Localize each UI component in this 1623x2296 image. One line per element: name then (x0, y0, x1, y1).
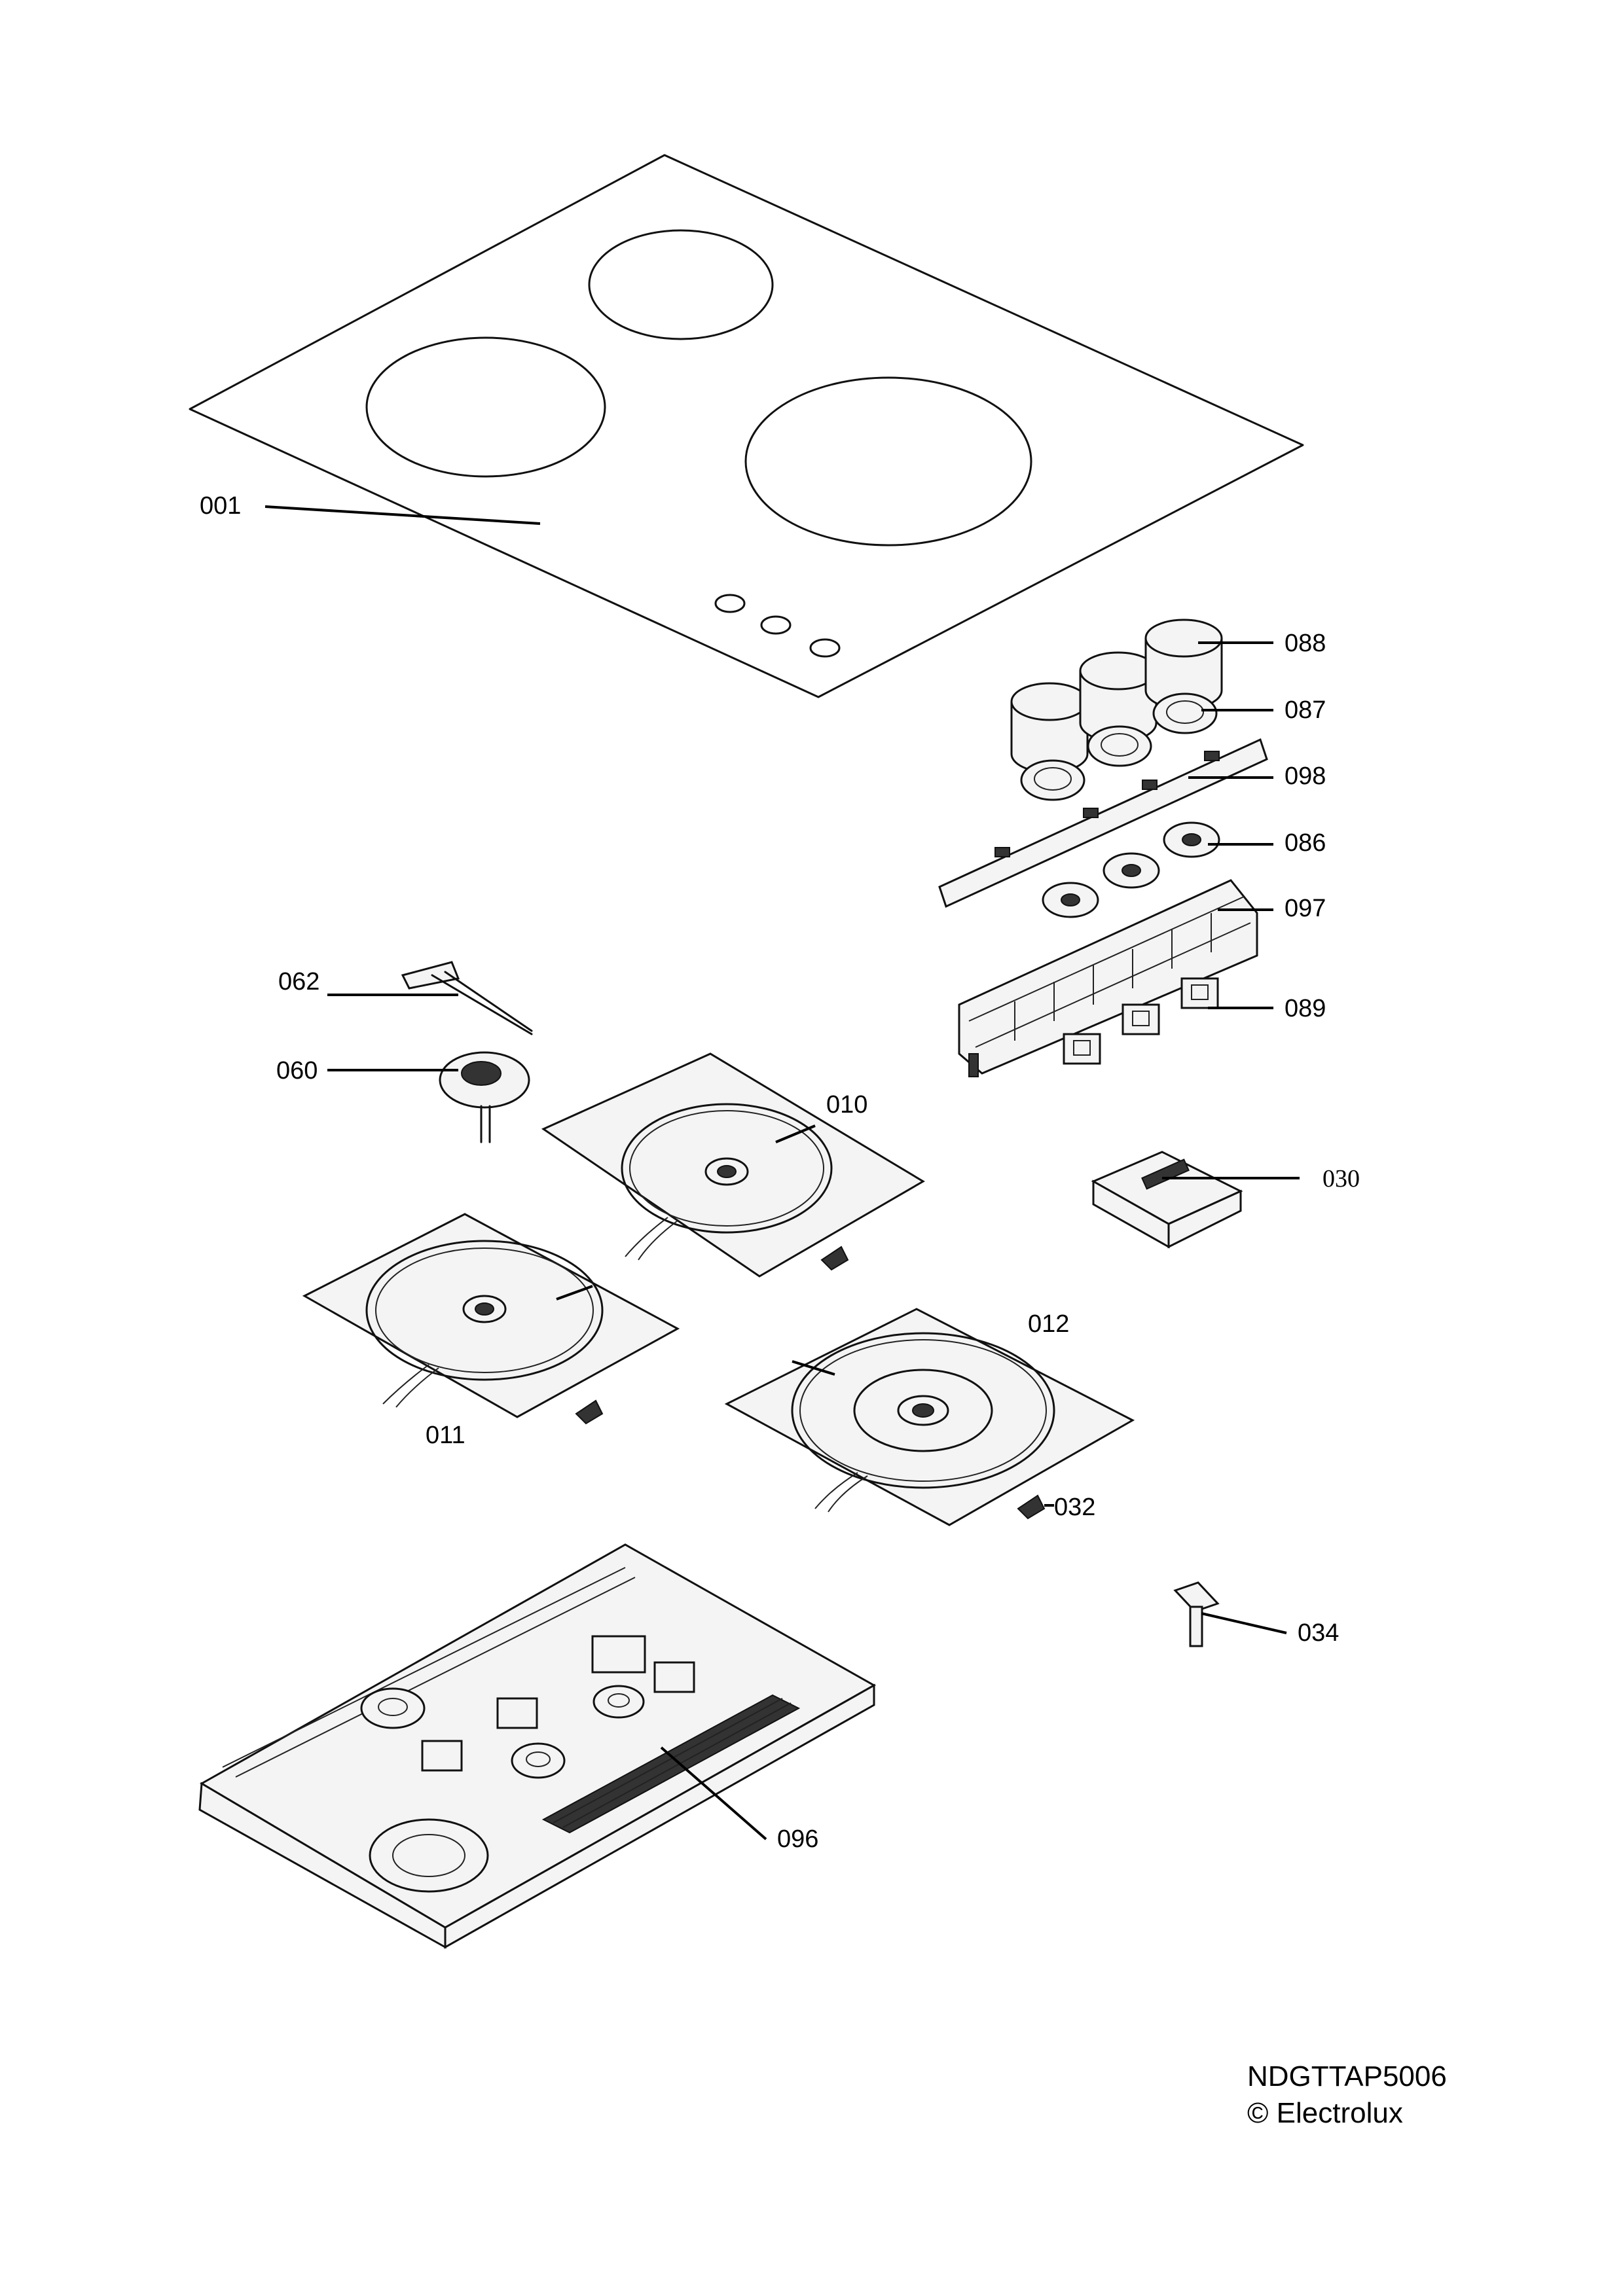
power-board-base[interactable] (198, 1543, 877, 1949)
part-label-097: 097 (1285, 895, 1326, 922)
leader-line-010 (775, 1124, 816, 1143)
model-code: NDGTTAP5006 (1247, 2060, 1447, 2092)
part-label-096: 096 (777, 1825, 818, 1853)
leader-line-096 (660, 1746, 767, 1840)
terminal-block[interactable] (1091, 1151, 1243, 1249)
part-label-088: 088 (1285, 630, 1326, 657)
part-label-060: 060 (276, 1057, 318, 1085)
part-label-030: 030 (1322, 1165, 1360, 1193)
control-bracket[interactable] (938, 738, 1268, 908)
part-label-010: 010 (826, 1091, 867, 1119)
part-label-001: 001 (200, 492, 241, 520)
part-label-087: 087 (1285, 696, 1326, 724)
switch-housing[interactable] (958, 879, 1258, 1077)
heating-element-012[interactable] (724, 1308, 1135, 1526)
knob-rings[interactable] (1020, 692, 1218, 801)
part-label-062: 062 (278, 968, 319, 996)
copyright-notice: © Electrolux (1247, 2097, 1403, 2129)
part-label-098: 098 (1285, 762, 1326, 790)
part-label-034: 034 (1298, 1619, 1339, 1647)
part-label-086: 086 (1285, 829, 1326, 857)
sensor-bracket[interactable] (401, 961, 533, 1035)
leader-line-034 (1201, 1612, 1287, 1634)
glass-hob-top[interactable] (189, 154, 1304, 698)
heating-element-011[interactable] (302, 1213, 680, 1425)
part-label-012: 012 (1028, 1310, 1069, 1338)
footer-caption: NDGTTAP5006 © Electrolux (1247, 2058, 1447, 2132)
part-label-089: 089 (1285, 995, 1326, 1022)
part-label-032: 032 (1054, 1494, 1095, 1521)
rotary-switches[interactable] (1063, 977, 1219, 1065)
leader-line-012 (792, 1360, 835, 1376)
leader-line-011 (556, 1285, 593, 1300)
rotary-seals[interactable] (1042, 821, 1220, 918)
temperature-sensor[interactable] (439, 1051, 530, 1143)
part-label-011: 011 (426, 1422, 465, 1449)
fixing-clip-034[interactable] (1173, 1581, 1220, 1647)
heating-element-010[interactable] (541, 1052, 925, 1278)
leader-line-001 (264, 505, 541, 525)
